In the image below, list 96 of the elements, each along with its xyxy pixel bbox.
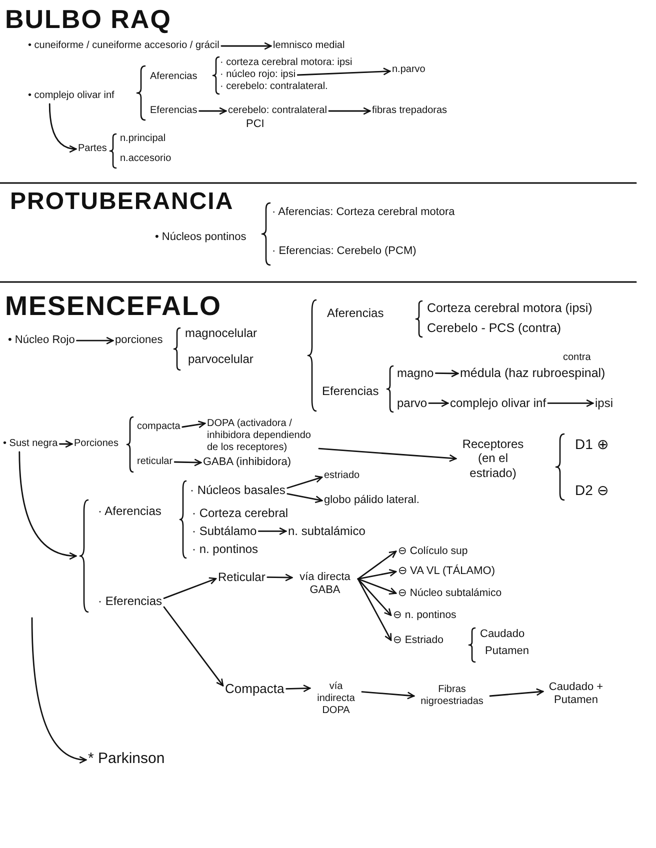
note-term: • Núcleo Rojo <box>8 334 75 348</box>
arrow <box>357 578 397 595</box>
note-term: * Parkinson <box>88 750 165 768</box>
arrow <box>163 606 224 686</box>
note-term: magno <box>397 366 434 380</box>
note-term: · Subtálamo <box>192 524 257 538</box>
note-text: Aferencias <box>327 306 384 320</box>
note-text: n.principal <box>120 133 166 145</box>
arrow <box>357 550 397 580</box>
note-term: ⊖ Estriado <box>393 634 444 647</box>
note-term: ⊖ Núcleo subtalámico <box>398 587 502 600</box>
arrow <box>286 684 311 692</box>
arrow <box>266 574 293 582</box>
arrow <box>286 475 323 489</box>
arrow <box>435 370 459 378</box>
note-text: · n. pontinos <box>192 542 258 556</box>
note-term: médula (haz rubroespinal) <box>460 366 606 381</box>
arrow <box>357 578 392 641</box>
note-term: Caudado + Putamen <box>545 681 607 708</box>
note-term: globo pálido lateral. <box>324 494 420 508</box>
note-text: D1 ⊕ <box>575 436 609 453</box>
annotation-text: PCI <box>246 118 264 132</box>
note-term: DOPA (activadora / inhibidora dependiendo de los receptores) <box>207 418 317 454</box>
arrow <box>286 493 323 504</box>
note-text: · Corteza cerebral <box>192 506 288 520</box>
arrow <box>163 577 217 599</box>
note-text: · Aferencias: Corteza cerebral motora <box>272 206 455 220</box>
note-text: · corteza cerebral motora: ipsi <box>220 57 352 69</box>
note-term: n.parvo <box>392 64 426 76</box>
note-text: n.accesorio <box>120 153 172 165</box>
note-text: parvocelular <box>188 352 254 366</box>
note-term: • cuneiforme / cuneiforme accesorio / grácil <box>28 40 220 52</box>
note-term: ⊖ VA VL (TÁLAMO) <box>398 565 496 578</box>
note-text: D2 ⊖ <box>575 482 609 499</box>
note-term: fibras trepadoras <box>372 105 448 117</box>
note-term: · Núcleos basales <box>190 483 286 498</box>
arrow <box>428 399 449 408</box>
arrow <box>258 527 287 536</box>
note-term: lemnisco medial <box>273 40 345 52</box>
note-term: Receptores (en el estriado) <box>458 437 528 480</box>
note-text: magnocelular <box>185 326 258 340</box>
arrow <box>296 68 391 76</box>
note-term: vía directa GABA <box>294 571 356 598</box>
note-term: · núcleo rojo: ipsi <box>220 69 296 81</box>
note-text: • Núcleos pontinos <box>155 231 246 244</box>
note-term: ipsi <box>595 396 614 410</box>
note-term: GABA (inhibidora) <box>203 456 292 470</box>
note-text: Corteza cerebral motora (ipsi) <box>427 301 592 316</box>
section-heading: PROTUBERANCIA <box>10 188 234 217</box>
arrow <box>547 399 594 408</box>
note-term: complejo olivar inf <box>450 396 546 410</box>
note-term: · Eferencias <box>98 594 162 608</box>
note-text: · cerebelo: contralateral. <box>220 81 328 93</box>
note-term: Reticular <box>218 570 266 584</box>
note-term: ⊖ Colículo sup <box>398 545 468 558</box>
note-term: reticular <box>137 456 173 468</box>
note-term: Eferencias <box>150 105 198 117</box>
note-term: n. subtalámico <box>288 524 366 538</box>
note-term: porciones <box>115 334 163 348</box>
note-term: Fibras nigroestriadas <box>416 684 488 708</box>
note-term: Compacta <box>225 681 284 697</box>
arrow <box>198 107 227 115</box>
arrow <box>318 448 457 462</box>
arrow <box>361 691 415 700</box>
note-term: cerebelo: contralateral <box>228 105 327 117</box>
arrow <box>174 458 202 466</box>
note-term: Partes <box>78 143 107 155</box>
note-term: • Sust negra <box>3 438 58 450</box>
arrow <box>18 451 77 560</box>
note-term: estriado <box>324 470 360 482</box>
arrow <box>59 440 73 448</box>
arrow <box>182 420 206 428</box>
note-text: Eferencias <box>322 384 379 398</box>
arrow <box>357 569 397 580</box>
note-text: Caudado <box>480 628 525 642</box>
section-heading: BULBO RAQ <box>5 4 172 36</box>
arrow <box>220 42 272 50</box>
note-term: Porciones <box>74 438 118 450</box>
note-term: parvo <box>397 396 428 410</box>
note-term: compacta <box>137 421 180 433</box>
arrow <box>328 107 371 115</box>
arrow <box>489 688 544 697</box>
note-term: vía indirecta DOPA <box>312 681 360 717</box>
arrow <box>357 578 392 616</box>
arrow <box>31 617 87 763</box>
note-text: · Aferencias <box>98 504 162 518</box>
note-text: Cerebelo - PCS (contra) <box>427 321 562 336</box>
note-text: Putamen <box>485 645 530 658</box>
note-text: · Eferencias: Cerebelo (PCM) <box>272 245 416 258</box>
note-text: Aferencias <box>150 71 198 83</box>
annotation-text: contra <box>563 352 591 364</box>
note-term: • complejo olivar inf <box>28 90 114 102</box>
arrow <box>48 103 77 152</box>
section-heading: MESENCEFALO <box>5 290 222 322</box>
arrow <box>76 336 114 344</box>
note-term: ⊖ n. pontinos <box>393 609 456 622</box>
